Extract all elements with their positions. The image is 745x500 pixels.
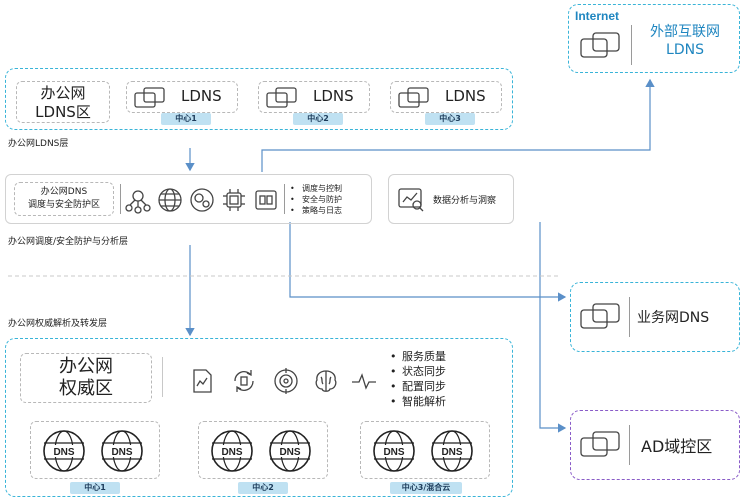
authority-feature-list: 服务质量 状态同步 配置同步 智能解析 <box>390 349 446 409</box>
switch-icon <box>255 190 277 210</box>
ldns-node-label: LDNS <box>445 87 486 105</box>
globe-icon <box>158 188 182 212</box>
dns-text: DNS <box>221 447 242 458</box>
authority-title-line1: 办公网 <box>59 356 113 377</box>
dispatch-feature-list: 调度与控制 安全与防护 策略与日志 <box>290 183 342 216</box>
dns-text: DNS <box>383 447 404 458</box>
dns-server-icon: DNS <box>431 430 473 472</box>
dispatch-layer-label: 办公网调度/安全防护与分析层 <box>8 237 129 247</box>
chip-icon <box>223 189 245 211</box>
authority-center-3: DNS DNS <box>360 421 490 479</box>
arrow-to-internet <box>261 78 655 172</box>
target-icon <box>274 368 298 394</box>
dns-text: DNS <box>53 447 74 458</box>
server-icon <box>398 87 429 108</box>
internet-tag: Internet <box>575 9 620 23</box>
feature-item: 策略与日志 <box>290 205 342 216</box>
internet-title-line2: LDNS <box>666 42 704 58</box>
analysis-box: 数据分析与洞察 <box>388 174 514 224</box>
divider <box>120 184 121 214</box>
dns-server-icon: DNS <box>269 430 311 472</box>
center-tag: 中心1 <box>161 113 211 125</box>
authority-title-line2: 权威区 <box>59 378 113 399</box>
dispatch-title-line2: 调度与安全防护区 <box>27 200 100 210</box>
feature-item: 安全与防护 <box>290 194 342 205</box>
dns-server-icon: DNS <box>43 430 85 472</box>
gears-icon <box>190 188 214 212</box>
dns-text: DNS <box>279 447 300 458</box>
dispatch-title-line1: 办公网DNS <box>40 187 88 197</box>
brain-icon <box>315 370 337 392</box>
ldns-layer-label: 办公网LDNS层 <box>8 139 69 149</box>
ad-zone-box: AD域控区 <box>570 410 740 480</box>
dispatch-zone-title: 办公网DNS 调度与安全防护区 <box>14 182 114 216</box>
office-ldns-zone-title: 办公网 LDNS区 <box>16 81 110 123</box>
center-tag: 中心3/混合云 <box>390 482 462 494</box>
dns-server-icon: DNS <box>101 430 143 472</box>
authority-layer-label: 办公网权威解析及转发层 <box>8 319 108 329</box>
feature-item: 状态同步 <box>390 364 446 379</box>
arrow-to-ad-zone <box>539 222 567 433</box>
authority-center-2: DNS DNS <box>198 421 328 479</box>
divider <box>284 184 285 214</box>
arrow-to-business-dns <box>289 222 567 302</box>
office-ldns-zone-line2: LDNS区 <box>35 103 91 121</box>
server-icon <box>580 303 620 329</box>
center-tag: 中心3 <box>425 113 475 125</box>
divider <box>629 297 630 337</box>
divider <box>631 25 632 65</box>
ldns-node-label: LDNS <box>313 87 354 105</box>
center-tag: 中心2 <box>293 113 343 125</box>
document-chart-icon <box>193 369 212 393</box>
dns-server-icon: DNS <box>373 430 415 472</box>
feature-item: 配置同步 <box>390 379 446 394</box>
server-icon <box>134 87 165 108</box>
feature-item: 调度与控制 <box>290 183 342 194</box>
authority-zone: 办公网 权威区 服务质量 状态同步 配置同步 智能解析 DNS <box>5 338 513 497</box>
server-icon <box>580 32 620 58</box>
sync-icon <box>234 370 254 392</box>
ad-zone-label: AD域控区 <box>641 437 713 456</box>
ldns-node-2: LDNS <box>258 81 370 113</box>
business-dns-box: 业务网DNS <box>570 282 740 352</box>
divider <box>629 425 630 465</box>
center-tag: 中心1 <box>70 482 120 494</box>
internet-ldns-title: 外部互联网 LDNS <box>637 23 733 59</box>
authority-zone-title: 办公网 权威区 <box>20 353 152 403</box>
ldns-node-1: LDNS <box>126 81 238 113</box>
divider <box>162 357 163 397</box>
business-dns-label: 业务网DNS <box>637 310 710 326</box>
internet-ldns-box: Internet 外部互联网 LDNS <box>568 4 740 73</box>
ldns-node-3: LDNS <box>390 81 502 113</box>
ldns-node-label: LDNS <box>181 87 222 105</box>
feature-item: 智能解析 <box>390 394 446 409</box>
analytics-icon <box>398 188 424 212</box>
analysis-label: 数据分析与洞察 <box>433 196 497 206</box>
network-nodes-icon <box>125 190 151 214</box>
internet-title-line1: 外部互联网 <box>650 24 720 40</box>
server-icon <box>580 431 620 457</box>
dns-server-icon: DNS <box>211 430 253 472</box>
center-tag: 中心2 <box>238 482 288 494</box>
authority-center-1: DNS DNS <box>30 421 160 479</box>
office-ldns-zone: 办公网 LDNS区 LDNS 中心1 LDNS 中心2 LDNS 中心3 <box>5 68 513 130</box>
server-icon <box>266 87 297 108</box>
office-ldns-zone-line1: 办公网 <box>40 84 86 102</box>
dispatch-zone: 办公网DNS 调度与安全防护区 调度与控制 安全与防护 策略与日志 <box>5 174 372 224</box>
feature-item: 服务质量 <box>390 349 446 364</box>
dns-text: DNS <box>111 447 132 458</box>
pulse-icon <box>352 373 376 390</box>
dns-text: DNS <box>441 447 462 458</box>
